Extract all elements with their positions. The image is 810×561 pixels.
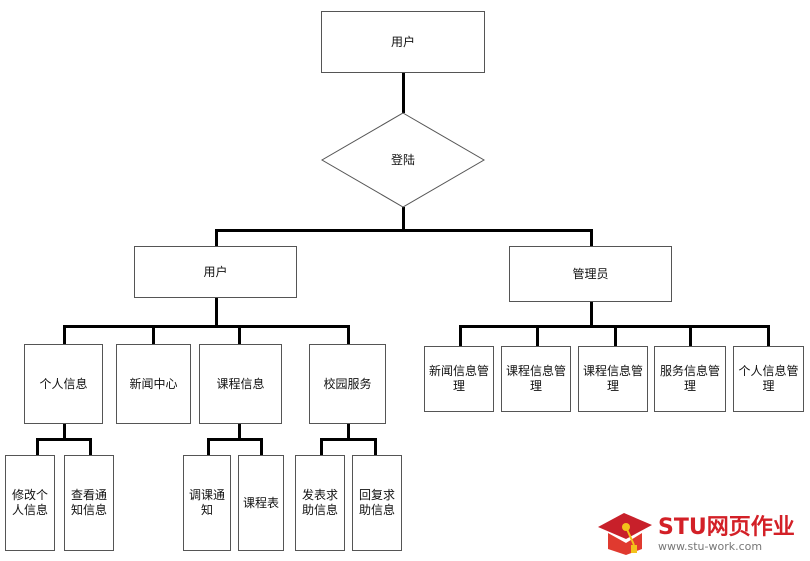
view-notice-node: 查看通知信息 (64, 455, 114, 551)
service-mgmt-label: 服务信息管理 (659, 364, 720, 393)
news-mgmt-label: 新闻信息管理 (428, 364, 489, 393)
view-notice-label: 查看通知信息 (70, 488, 107, 517)
user-node: 用户 (134, 246, 297, 298)
post-help-node: 发表求助信息 (295, 455, 345, 551)
connector-user-bar (63, 325, 350, 328)
connector-to-course (238, 325, 241, 345)
service-mgmt-node: 服务信息管理 (654, 346, 726, 412)
connector-login-down (402, 207, 405, 230)
personal-info-label: 个人信息 (39, 376, 88, 391)
admin-node: 管理员 (509, 246, 672, 302)
news-center-node: 新闻中心 (116, 344, 191, 424)
course-adjust-node: 调课通知 (183, 455, 231, 551)
personal-mgmt-label: 个人信息管理 (738, 364, 799, 393)
connector-course-down (238, 423, 241, 440)
connector-to-news-mgmt (459, 325, 462, 347)
connector-to-campus (347, 325, 350, 345)
reply-help-node: 回复求助信息 (352, 455, 402, 551)
news-mgmt-node: 新闻信息管理 (424, 346, 494, 412)
connector-level2-bar (215, 229, 593, 232)
connector-course-bar (207, 438, 263, 441)
connector-to-post (320, 438, 323, 456)
connector-campus-down (347, 423, 350, 440)
course-info-label: 课程信息 (216, 376, 265, 391)
root-user-node: 用户 (321, 11, 485, 73)
course-mgmt-2-label: 课程信息管理 (582, 364, 643, 393)
connector-to-user (215, 229, 218, 247)
course-mgmt-1-node: 课程信息管理 (501, 346, 571, 412)
connector-root-login (402, 72, 405, 113)
watermark-url: www.stu-work.com (658, 540, 763, 553)
course-info-node: 课程信息 (199, 344, 282, 424)
schedule-label: 课程表 (242, 495, 279, 510)
campus-service-node: 校园服务 (309, 344, 386, 424)
reply-help-label: 回复求助信息 (358, 488, 395, 517)
watermark-brand: STU网页作业 (658, 515, 795, 540)
connector-to-view (89, 438, 92, 456)
user-label: 用户 (203, 264, 228, 279)
login-diamond (321, 112, 485, 208)
personal-mgmt-node: 个人信息管理 (733, 346, 804, 412)
connector-campus-bar (320, 438, 377, 441)
connector-to-personal-mgmt (767, 325, 770, 347)
course-mgmt-1-label: 课程信息管理 (505, 364, 566, 393)
connector-to-edit (36, 438, 39, 456)
connector-to-service-mgmt (689, 325, 692, 347)
connector-personal-down (63, 423, 66, 440)
edit-personal-label: 修改个人信息 (11, 488, 48, 517)
connector-to-course-mgmt-1 (536, 325, 539, 347)
connector-to-reply (374, 438, 377, 456)
course-mgmt-2-node: 课程信息管理 (578, 346, 648, 412)
graduation-cap-icon (598, 513, 652, 555)
personal-info-node: 个人信息 (24, 344, 103, 424)
schedule-node: 课程表 (238, 455, 284, 551)
post-help-label: 发表求助信息 (301, 488, 338, 517)
connector-to-admin (590, 229, 593, 247)
course-adjust-label: 调课通知 (188, 488, 225, 517)
connector-to-course-mgmt-2 (614, 325, 617, 347)
campus-service-label: 校园服务 (323, 376, 372, 391)
connector-to-adjust (207, 438, 210, 456)
root-user-label: 用户 (390, 34, 415, 49)
connector-admin-down (590, 301, 593, 327)
connector-to-personal (63, 325, 66, 345)
connector-to-news (152, 325, 155, 345)
login-label: 登陆 (390, 153, 415, 167)
news-center-label: 新闻中心 (129, 376, 178, 391)
connector-to-schedule (260, 438, 263, 456)
connector-user-down (215, 297, 218, 326)
edit-personal-node: 修改个人信息 (5, 455, 55, 551)
admin-label: 管理员 (572, 266, 609, 281)
connector-personal-bar (36, 438, 92, 441)
